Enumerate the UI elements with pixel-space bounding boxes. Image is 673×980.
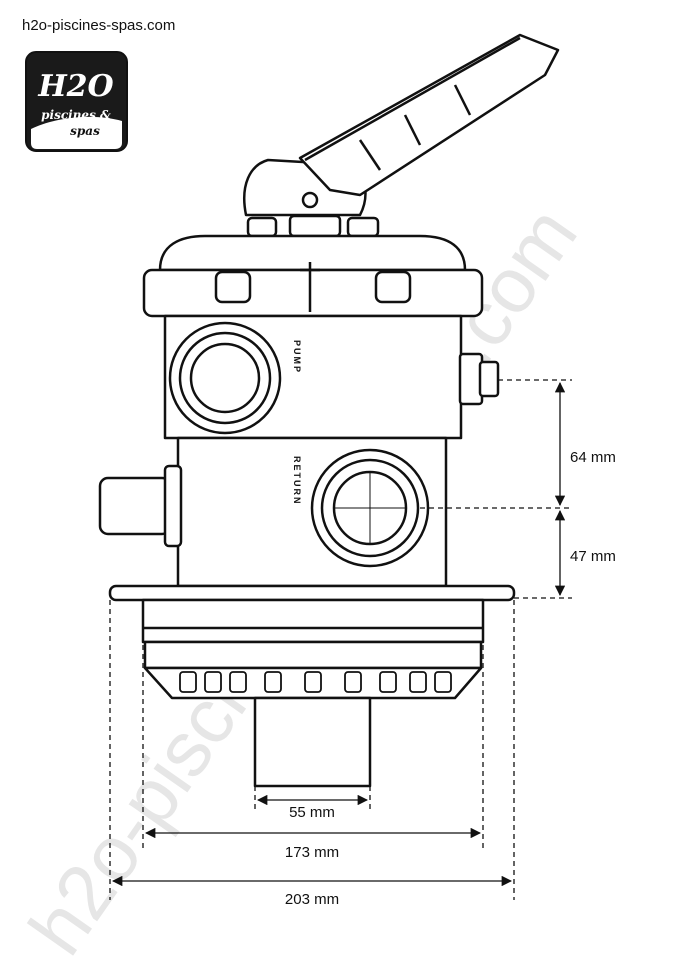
logo-line1: piscines & xyxy=(41,108,111,122)
valve-handle xyxy=(243,33,560,217)
dim-203-label: 203 mm xyxy=(285,891,339,908)
h2o-logo: H2O piscines & spas xyxy=(25,51,128,152)
site-url-label: h2o-piscines-spas.com xyxy=(22,17,176,34)
dim-64-label: 64 mm xyxy=(570,449,616,466)
dim-55-label: 55 mm xyxy=(289,804,335,821)
valve-body xyxy=(98,33,560,788)
dim-47-label: 47 mm xyxy=(570,548,616,565)
dimension-guides xyxy=(109,379,572,900)
logo-line2: spas xyxy=(70,124,100,138)
logo-mark: H2O xyxy=(37,69,113,104)
pump-port-label: PUMP xyxy=(292,340,302,374)
return-port-label: RETURN xyxy=(292,456,302,506)
dimension-arrows xyxy=(111,381,566,887)
dim-173-label: 173 mm xyxy=(285,844,339,861)
